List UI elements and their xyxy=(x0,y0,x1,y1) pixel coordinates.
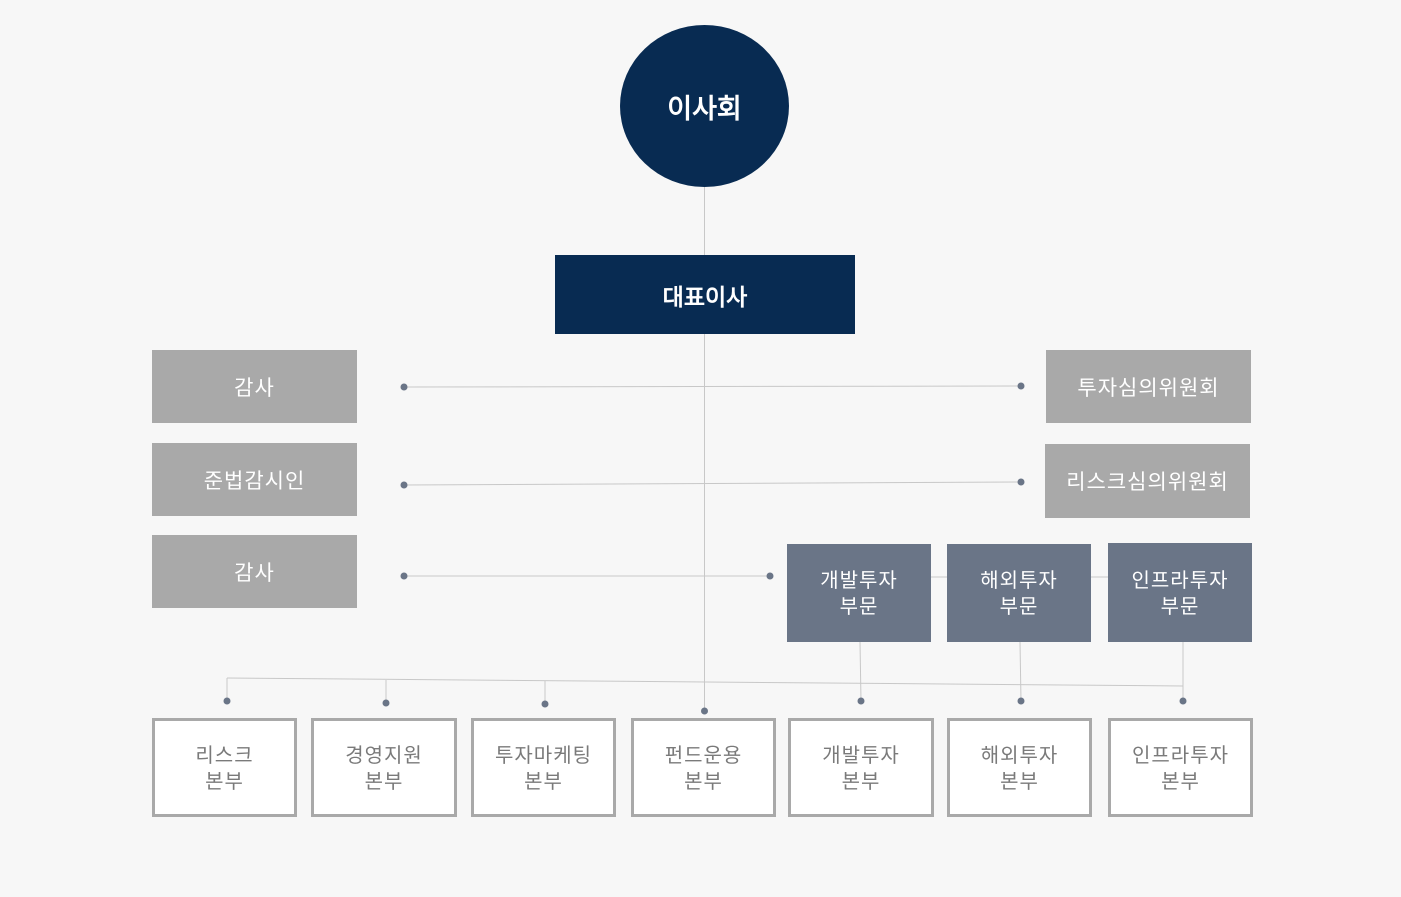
connector-dot xyxy=(701,707,708,715)
hq-5: 개발투자 본부 xyxy=(788,718,934,817)
left-unit-label: 준법감시인 xyxy=(203,468,306,493)
connector-dot xyxy=(382,699,390,707)
connector-row-2 xyxy=(403,481,1022,486)
connector-division-2-down xyxy=(1019,641,1022,702)
hq-4: 펀드운용 본부 xyxy=(631,718,776,817)
hq-label: 투자마케팅 본부 xyxy=(495,742,592,793)
left-unit-label: 감사 xyxy=(234,375,275,400)
connector-dot xyxy=(400,383,408,391)
committee-1: 투자심의위원회 xyxy=(1046,350,1251,423)
division-label: 해외투자 부문 xyxy=(980,568,1058,618)
committee-2: 리스크심의위원회 xyxy=(1045,444,1250,518)
hq-1: 리스크 본부 xyxy=(152,718,297,817)
hq-2: 경영지원 본부 xyxy=(311,718,457,817)
division-label: 개발투자 부문 xyxy=(820,568,898,618)
connector-dot xyxy=(400,481,408,489)
left-unit-label: 감사 xyxy=(234,560,275,585)
hq-label: 펀드운용 본부 xyxy=(664,742,743,793)
left-unit-2: 준법감시인 xyxy=(152,443,357,516)
left-unit-1: 감사 xyxy=(152,350,357,423)
hq-6: 해외투자 본부 xyxy=(947,718,1092,817)
connector-dot xyxy=(766,572,774,580)
board-node: 이사회 xyxy=(620,25,789,187)
committee-label: 투자심의위원회 xyxy=(1077,375,1220,400)
left-unit-3: 감사 xyxy=(152,535,357,608)
connector-dot xyxy=(1179,697,1187,705)
connector-dot xyxy=(223,697,231,705)
hq-label: 인프라투자 본부 xyxy=(1132,742,1229,793)
board-label: 이사회 xyxy=(667,93,742,125)
hq-label: 리스크 본부 xyxy=(195,742,254,793)
division-1: 개발투자 부문 xyxy=(787,544,931,642)
hq-3: 투자마케팅 본부 xyxy=(471,718,616,817)
hq-7: 인프라투자 본부 xyxy=(1108,718,1253,817)
connector-distribution-bar xyxy=(226,677,1184,687)
division-3: 인프라투자 부문 xyxy=(1108,543,1252,642)
committee-label: 리스크심의위원회 xyxy=(1066,470,1229,494)
connector-dot xyxy=(1017,382,1025,390)
hq-label: 경영지원 본부 xyxy=(345,742,423,793)
ceo-label: 대표이사 xyxy=(662,284,748,311)
hq-label: 개발투자 본부 xyxy=(822,742,900,793)
hq-label: 해외투자 본부 xyxy=(980,742,1059,793)
connector-dot xyxy=(1017,697,1025,705)
division-2: 해외투자 부문 xyxy=(947,544,1091,642)
connector-row-1 xyxy=(403,385,1022,388)
connector-dot xyxy=(541,700,549,708)
connector-division-1-down xyxy=(859,641,862,702)
connector-dot xyxy=(857,697,865,705)
division-label: 인프라투자 부문 xyxy=(1131,567,1229,618)
ceo-node: 대표이사 xyxy=(555,255,855,334)
connector-dot xyxy=(1017,478,1025,486)
connector-dot xyxy=(400,572,408,580)
